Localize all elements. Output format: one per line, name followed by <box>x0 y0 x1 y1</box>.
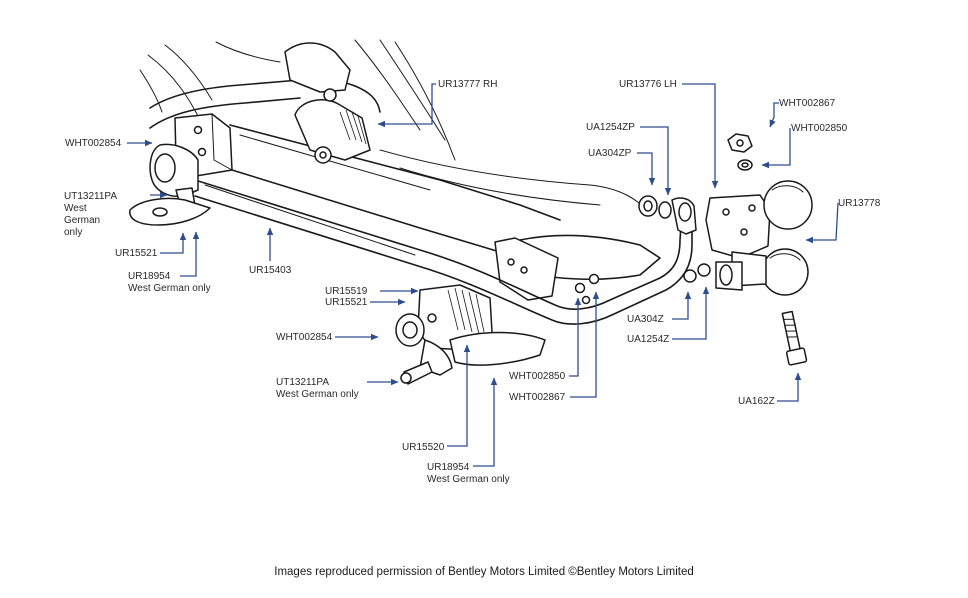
label-ur15519: UR15519 <box>325 286 368 297</box>
label-wht002854-top: WHT002854 <box>65 138 122 149</box>
label-ua304zp: UA304ZP <box>588 148 632 159</box>
suspension-illustration <box>129 39 813 385</box>
label-ur15403: UR15403 <box>249 265 292 276</box>
label-ut13211pa-left-3: German <box>64 215 100 226</box>
label-wht002850-right: WHT002850 <box>791 123 848 134</box>
label-ur15520: UR15520 <box>402 442 445 453</box>
label-ut13211pa-left-2: West <box>64 203 87 214</box>
label-ur18954-left-1: UR18954 <box>128 271 171 282</box>
label-ur15521-center: UR15521 <box>325 297 368 308</box>
label-ur18954-left-2: West German only <box>128 283 211 294</box>
label-wht002850-center: WHT002850 <box>509 371 566 382</box>
label-wht002854-center: WHT002854 <box>276 332 333 343</box>
label-ua1254z: UA1254Z <box>627 334 669 345</box>
label-ut13211pa-left-4: only <box>64 227 82 238</box>
copyright-caption: Images reproduced permission of Bentley … <box>274 566 694 578</box>
label-ur18954-center-2: West German only <box>427 474 510 485</box>
label-ua162z: UA162Z <box>738 396 775 407</box>
label-ur15521-left: UR15521 <box>115 248 158 259</box>
label-ur13778: UR13778 <box>838 198 881 209</box>
label-ut13211pa-center-1: UT13211PA <box>276 377 329 388</box>
label-ut13211pa-left-1: UT13211PA <box>64 191 117 202</box>
label-ur13777-rh: UR13777 RH <box>438 79 497 90</box>
label-ua1254zp: UA1254ZP <box>586 122 635 133</box>
label-ut13211pa-center-2: West German only <box>276 389 359 400</box>
part-labels: WHT002854 UT13211PA West German only UR1… <box>64 79 881 485</box>
label-ua304z: UA304Z <box>627 314 664 325</box>
leader-lines <box>127 83 839 467</box>
label-ur13776-lh: UR13776 LH <box>619 79 677 90</box>
label-wht002867-center: WHT002867 <box>509 392 566 403</box>
label-ur18954-center-1: UR18954 <box>427 462 470 473</box>
label-wht002867-right: WHT002867 <box>779 98 836 109</box>
